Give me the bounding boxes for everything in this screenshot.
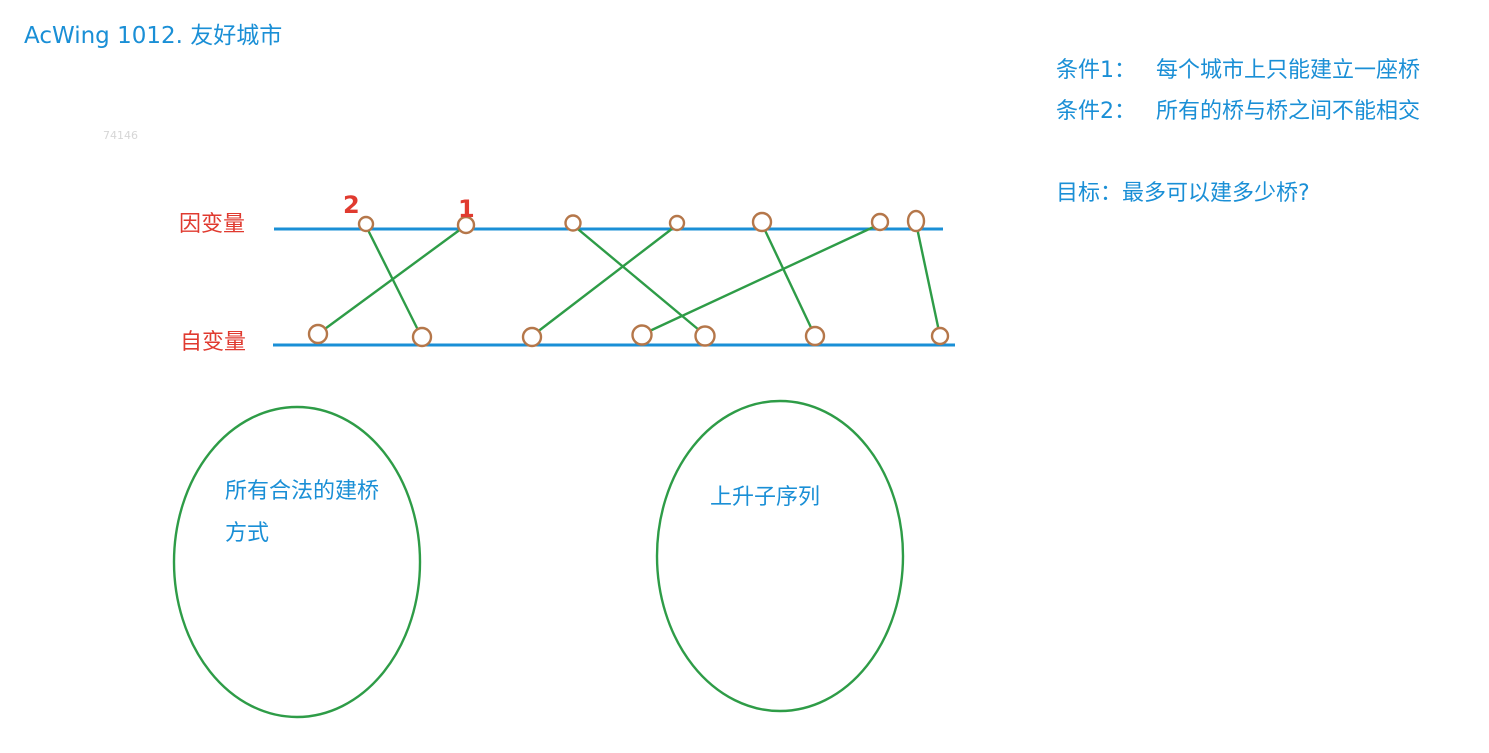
independent-nodes bbox=[307, 323, 950, 348]
city-node bbox=[521, 326, 543, 348]
bridge-line bbox=[572, 224, 706, 336]
goal-text: 目标：最多可以建多少桥? bbox=[1056, 181, 1310, 206]
city-node bbox=[668, 214, 686, 232]
bridge-line bbox=[317, 225, 466, 335]
watermark: 74146 bbox=[103, 129, 138, 142]
sequence-set-ellipse bbox=[655, 399, 905, 713]
city-node bbox=[751, 211, 773, 233]
bridge-line bbox=[364, 225, 423, 337]
city-node bbox=[357, 215, 375, 233]
city-node bbox=[694, 325, 716, 347]
bridge-line bbox=[914, 222, 942, 337]
bridges bbox=[317, 222, 942, 337]
condition-1-text: 每个城市上只能建立一座桥 bbox=[1156, 58, 1421, 83]
dependent-label: 因变量 bbox=[179, 212, 246, 237]
mark-2: 2 bbox=[343, 191, 360, 219]
page-title: AcWing 1012. 友好城市 bbox=[24, 23, 283, 49]
condition-1: 条件1： 每个城市上只能建立一座桥 bbox=[1056, 52, 1420, 84]
city-node bbox=[564, 214, 582, 232]
city-node bbox=[804, 325, 826, 347]
independent-label: 自变量 bbox=[180, 330, 247, 355]
condition-2-label: 条件2： bbox=[1056, 99, 1136, 124]
city-node bbox=[631, 324, 653, 346]
mark-1: 1 bbox=[458, 195, 475, 223]
city-node bbox=[906, 209, 926, 233]
bridge-line bbox=[760, 223, 817, 337]
city-node bbox=[411, 326, 433, 348]
bridge-line bbox=[640, 222, 881, 337]
city-node bbox=[456, 215, 476, 235]
city-node bbox=[307, 323, 329, 345]
dependent-nodes bbox=[357, 209, 926, 235]
condition-2: 条件2： 所有的桥与桥之间不能相交 bbox=[1056, 93, 1420, 125]
city-node bbox=[930, 326, 950, 346]
condition-1-label: 条件1： bbox=[1056, 58, 1136, 83]
city-node bbox=[870, 212, 890, 232]
bridge-line bbox=[531, 224, 678, 337]
sequence-set-label: 上升子序列 bbox=[710, 485, 821, 510]
legal-set-ellipse bbox=[172, 405, 422, 719]
legal-set-label: 所有合法的建桥方式 bbox=[225, 479, 380, 546]
condition-2-text: 所有的桥与桥之间不能相交 bbox=[1156, 99, 1421, 124]
